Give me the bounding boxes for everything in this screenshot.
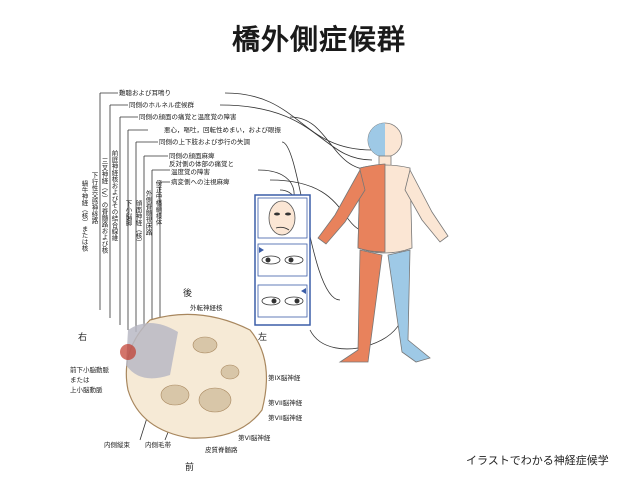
anterior-label: 前	[185, 461, 194, 473]
face-icon	[269, 201, 295, 235]
label-gaze-palsy: 病変側への注視麻痺	[171, 177, 230, 186]
eye-panels	[255, 195, 310, 325]
right-arm	[318, 170, 365, 244]
label-vertigo: 悪心，嘔吐，回転性めまい，および眼振	[164, 125, 282, 134]
head-ipsilateral-region	[368, 123, 385, 157]
label-sympathetic: 下行性交感神経路	[90, 172, 98, 226]
eye-icon	[285, 256, 303, 264]
label-medial-lemniscus: 内側毛帯	[145, 440, 172, 449]
pupil-icon	[289, 258, 294, 263]
label-aica-3: 上小脳動脈	[70, 385, 103, 394]
body-figure	[318, 123, 448, 362]
label-face-sensory: 同側の顔面の痛覚と温度覚の障害	[139, 112, 237, 121]
credit-text: イラストでわかる神経症候学	[466, 452, 609, 468]
label-horner: 同側のホルネル症候群	[129, 100, 195, 109]
label-aica-1: 前下小脳動脈	[70, 365, 110, 374]
label-cochlear: 蝸牛神経（核）または核	[80, 179, 88, 253]
label-cn6: 第VI脳神経	[238, 433, 271, 442]
posterior-label: 後	[183, 287, 192, 299]
eye-icon	[285, 213, 291, 216]
right-label: 右	[78, 331, 87, 343]
label-ataxia: 同側の上下肢および歩行の失調	[159, 137, 251, 146]
eye-icon	[262, 297, 280, 305]
pons-section	[120, 314, 266, 438]
label-vestibular: 前庭神経核およびその結合線維	[110, 149, 118, 243]
label-pprf: 傍正中橋網様体	[154, 179, 162, 227]
eye-icon	[274, 213, 280, 216]
pupil-icon	[266, 258, 271, 263]
label-spinothalamic: 外側脊髄視床路	[144, 189, 152, 237]
label-contra-pain-2: 温度覚の障害	[171, 167, 211, 176]
label-abducens: 外転神経核	[190, 303, 223, 312]
pupil-icon	[295, 299, 300, 304]
label-cn8: 第VII脳神経	[268, 398, 303, 407]
label-corticospinal: 皮質脊髄路	[205, 445, 238, 454]
label-hearing-loss: 難聴および耳鳴り	[119, 88, 171, 97]
label-mlf: 内側縦束	[104, 440, 131, 449]
eye-icon	[262, 256, 280, 264]
structure-labels: 蝸牛神経（核）または核 下行性交感神経路 三叉神経（V）の脊髄路および核 前庭神…	[80, 149, 162, 255]
label-icp: 下小脳脚	[124, 200, 132, 228]
label-trigeminal: 三叉神経（V）の脊髄路および核	[100, 158, 108, 255]
eye-icon	[285, 297, 303, 305]
right-leg	[340, 250, 382, 362]
label-cn9: 第IX脳神経	[268, 373, 301, 382]
pupil-icon	[272, 299, 277, 304]
symptom-labels: 難聴および耳鳴り 同側のホルネル症候群 同側の顔面の痛覚と温度覚の障害 悪心，嘔…	[119, 88, 282, 186]
label-contra-pain-1: 反対側の体部の痛覚と	[169, 159, 234, 168]
label-cn7: 第VII脳神経	[268, 413, 303, 422]
left-label: 左	[258, 331, 267, 343]
label-facial-nucleus: 顔面神経（核）	[134, 199, 142, 246]
label-facial-palsy: 同側の顔面麻痺	[169, 151, 215, 160]
label-aica-2: または	[70, 376, 90, 384]
left-leg	[388, 250, 430, 362]
artery-icon	[120, 344, 136, 360]
